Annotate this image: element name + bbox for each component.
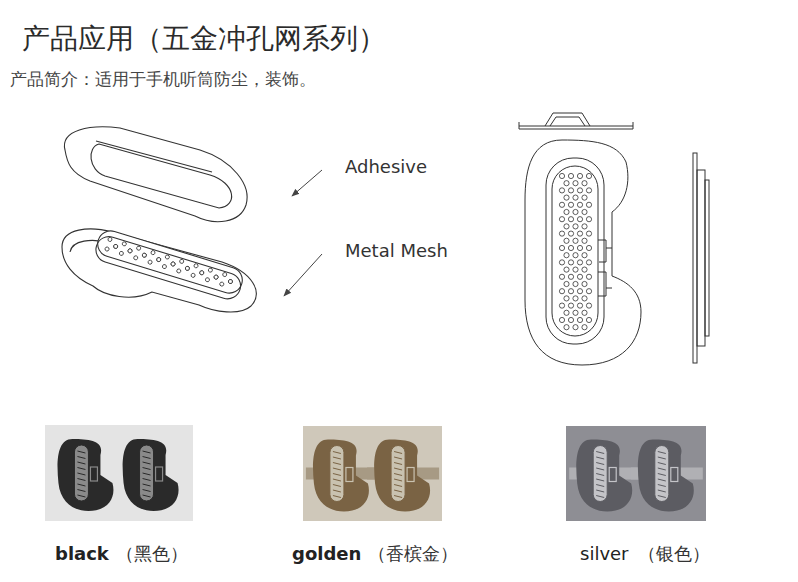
top-profile-view (519, 113, 633, 129)
color-name-cn: （银色） (638, 543, 710, 565)
color-name: black (55, 543, 109, 565)
part-name: Adhesive (345, 156, 427, 178)
leader-arrow (292, 170, 322, 196)
front-view (525, 140, 641, 365)
intro-text: 产品简介：适用于手机听筒防尘，装饰。 (10, 69, 316, 89)
side-view (693, 153, 709, 363)
page-title: 产品应用（五金冲孔网系列） (22, 22, 386, 56)
product-photo (45, 425, 193, 521)
color-name: silver (580, 543, 629, 565)
metal-mesh-part (62, 228, 256, 312)
product-photo (303, 426, 442, 521)
part-name: Metal Mesh (345, 240, 448, 262)
product-photo (566, 426, 706, 521)
color-name-cn: （黑色） (116, 543, 188, 565)
color-name-cn: （香槟金） (368, 543, 458, 565)
leader-arrow (284, 254, 322, 296)
mesh-holes (559, 173, 591, 329)
adhesive-layer (64, 127, 247, 222)
color-name: golden (292, 543, 361, 565)
